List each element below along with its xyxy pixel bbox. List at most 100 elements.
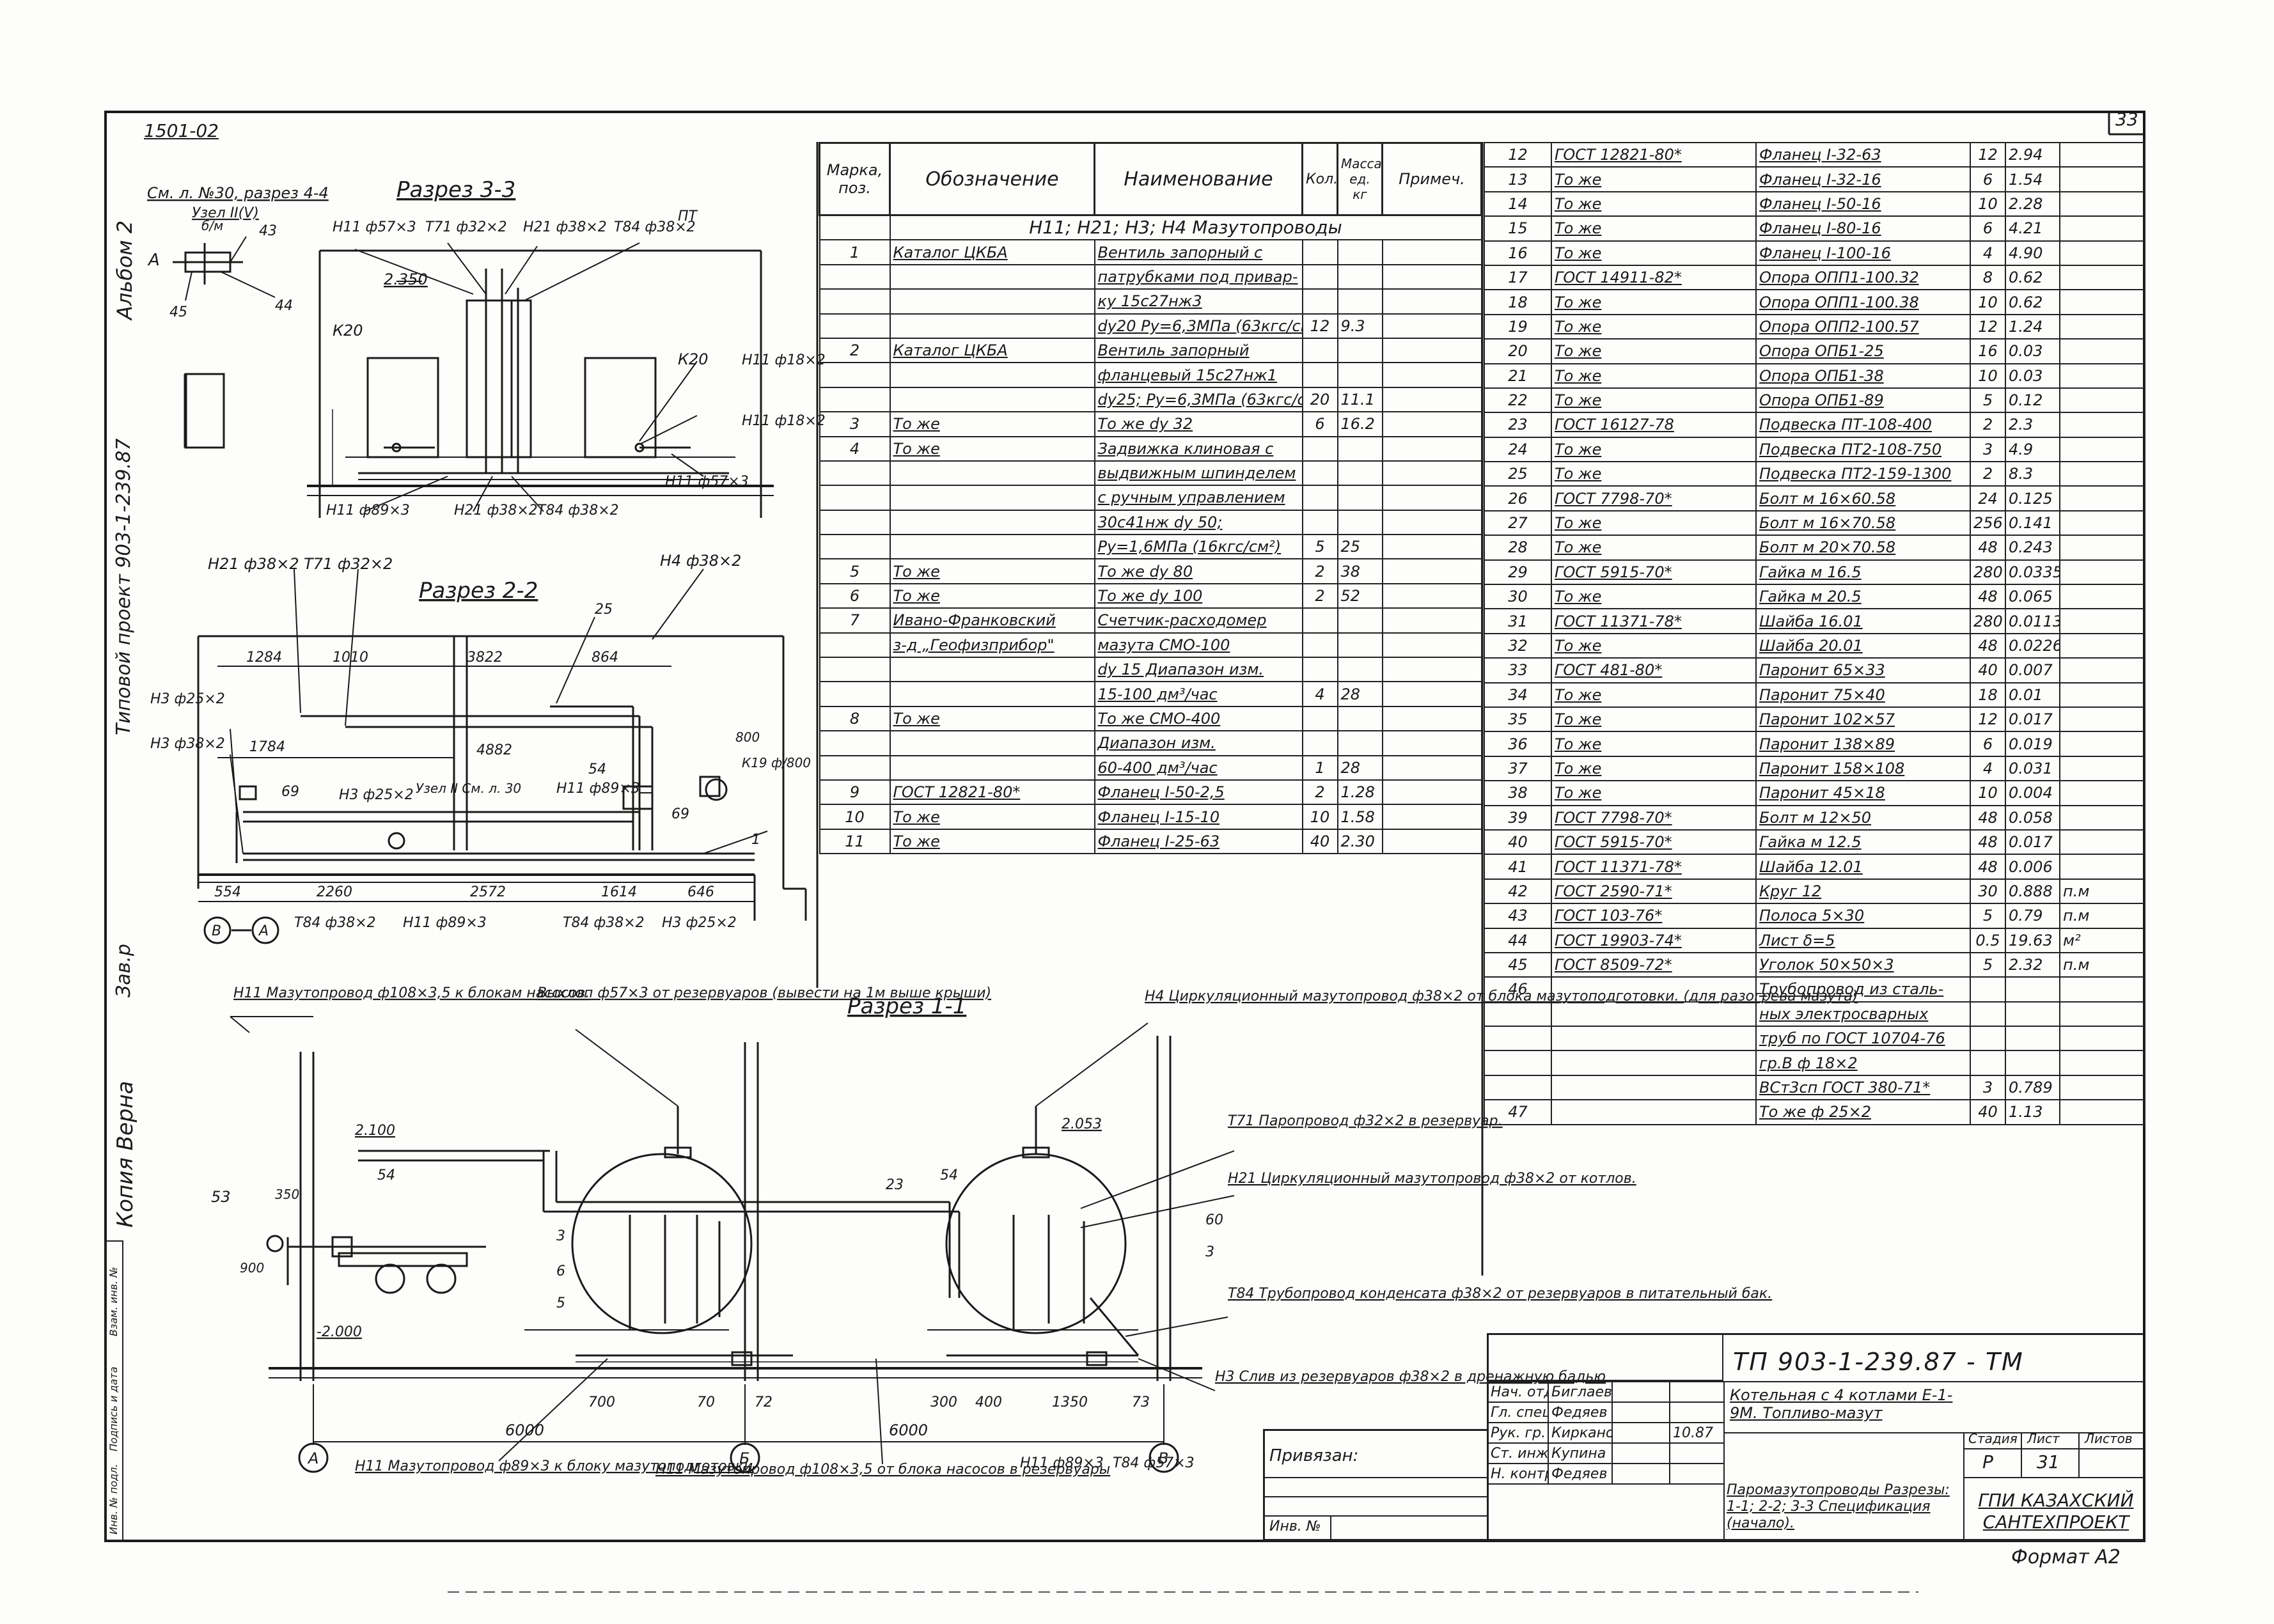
spec-right-cell-note [2059, 632, 2145, 659]
spec-left-cell-mark [819, 681, 891, 707]
svg-text:Н11 ф18×2: Н11 ф18×2 [742, 352, 826, 368]
spec-left-cell-mark: 11 [819, 828, 891, 855]
spec-right-cell-name: Уголок 50×50×3 [1755, 951, 1971, 978]
spec-right-cell-designation: ГОСТ 7798-70* [1551, 485, 1757, 511]
svg-text:Н11 Мазутопровод ф89×3 к блоку: Н11 Мазутопровод ф89×3 к блоку мазутопод… [355, 1458, 753, 1474]
spec-right-cell-designation: То же [1551, 215, 1757, 242]
stage-label: Стадия [1968, 1431, 2018, 1446]
spec-left-cell-designation: То же [889, 828, 1095, 855]
spec-right-cell-name: Болт м 16×60.58 [1755, 485, 1971, 511]
spec-right-cell-note [2059, 166, 2145, 192]
spec-right-cell-mass: 0.243 [2005, 535, 2060, 561]
section-2-2 [197, 568, 807, 944]
spec-left-cell-designation: То же [889, 411, 1095, 437]
spec-left-cell-mass: 1.58 [1337, 804, 1383, 830]
spec-right-cell-name: Фланец I-32-63 [1755, 141, 1971, 168]
spec-left-cell-mark: 2 [819, 337, 891, 364]
spec-left-cell-note [1381, 607, 1482, 634]
spec-right-cell-note [2059, 289, 2145, 315]
spec-left-cell-qty [1301, 509, 1338, 536]
svg-text:Т84 ф38×2: Т84 ф38×2 [537, 503, 619, 519]
spec-right-cell-name: Опора ОПП1-100.32 [1755, 264, 1971, 291]
svg-text:Н11 ф57×3: Н11 ф57×3 [333, 219, 416, 235]
spec-left-cell-name: dу20 Pу=6,3МПа (63кгс/см²) [1094, 313, 1303, 339]
spec-right-cell-qty: 48 [1970, 829, 2006, 855]
spec-right-cell-note [2059, 535, 2145, 561]
svg-text:Н11 ф89×3: Н11 ф89×3 [556, 781, 640, 797]
spec-right-cell-note [2059, 706, 2145, 733]
spec-right-cell-mark: 37 [1484, 755, 1552, 782]
spec-right-cell-qty: 12 [1970, 141, 2006, 168]
spec-left-cell-mass: 38 [1337, 558, 1383, 584]
spec-right-cell-mark: 21 [1484, 363, 1552, 389]
spec-right-cell-mass: 4.90 [2005, 240, 2060, 266]
spec-left-cell-mass: 9.3 [1337, 313, 1383, 339]
spec-right-cell-qty: 5 [1970, 387, 2006, 414]
sheet-label: Лист [2027, 1431, 2060, 1446]
spec-right-cell-note [2059, 461, 2145, 487]
svg-text:Узел II См. л. 30: Узел II См. л. 30 [416, 781, 521, 796]
spec-right-cell-designation: То же [1551, 461, 1757, 487]
svg-text:Н3 ф25×2: Н3 ф25×2 [662, 915, 737, 931]
spec-right-cell-mark: 35 [1484, 706, 1552, 733]
svg-text:800: 800 [735, 730, 760, 745]
spec-left-cell-designation: То же [889, 435, 1095, 462]
spec-right-cell-name: Фланец I-32-16 [1755, 166, 1971, 192]
svg-text:72: 72 [755, 1394, 772, 1410]
spec-right-cell-name: Фланец I-100-16 [1755, 240, 1971, 266]
spec-right-cell-note [2059, 1026, 2145, 1052]
svg-text:А: А [258, 923, 269, 939]
spec-left-cell-mark: 8 [819, 705, 891, 732]
staff-name: Федяев [1548, 1401, 1613, 1423]
svg-text:44: 44 [275, 298, 293, 314]
spec-right-cell-mass: 0.065 [2005, 584, 2060, 610]
sheet-code: 1501-02 [144, 120, 219, 141]
svg-text:3822: 3822 [467, 650, 503, 666]
spec-right-cell-mark: 43 [1484, 903, 1552, 929]
spec-left-cell-name: патрубками под привар- [1094, 263, 1303, 290]
svg-text:69: 69 [671, 806, 689, 822]
spec-right-cell-mark: 26 [1484, 485, 1552, 511]
svg-text:1784: 1784 [249, 739, 285, 755]
binding-label: Привязан: [1269, 1446, 1359, 1465]
staff-date [1669, 1442, 1725, 1464]
spec-right-cell-qty: 280 [1970, 608, 2006, 634]
spec-left-row: dу 15 Диапазон изм. [819, 657, 1482, 683]
svg-text:60: 60 [1205, 1212, 1223, 1228]
spec-right-cell-qty: 5 [1970, 903, 2006, 929]
spec-right-cell-note [2059, 338, 2145, 364]
spec-left-cell-name: Вентиль запорный с [1094, 239, 1303, 265]
spec-right-cell-name: Подвеска ПТ2-108-750 [1755, 436, 1971, 463]
section-1-1 [230, 1016, 1235, 1473]
spec-right-cell-mark: 30 [1484, 584, 1552, 610]
spec-left-cell-designation [889, 263, 1095, 290]
spec-left-cell-note [1381, 681, 1482, 707]
spec-right-cell-mass: 0.01 [2005, 682, 2060, 708]
spec-right-cell-qty: 6 [1970, 731, 2006, 757]
spec-left-cell-mass [1337, 485, 1383, 511]
spec-left-cell-mark [819, 509, 891, 536]
spec-right-cell-name: Шайба 12.01 [1755, 854, 1971, 880]
spec-right-cell-name: Гайка м 16.5 [1755, 559, 1971, 586]
spec-right-cell-qty: 48 [1970, 535, 2006, 561]
spec-right-cell-note [2059, 191, 2145, 217]
spec-left-cell-mass [1337, 509, 1383, 536]
spec-left-cell-qty: 12 [1301, 313, 1338, 339]
svg-text:400: 400 [975, 1394, 1002, 1410]
spec-right-cell-note [2059, 584, 2145, 610]
svg-text:45: 45 [169, 304, 187, 320]
spec-right-cell-name: Болт м 20×70.58 [1755, 535, 1971, 561]
spec-right-cell-mark: 12 [1484, 141, 1552, 168]
stamp-inv-label: Инв. № подл. [107, 1464, 120, 1534]
spec-right-cell-note [2059, 829, 2145, 855]
spec-left-cell-note [1381, 705, 1482, 732]
spec-right-cell-mark: 29 [1484, 559, 1552, 586]
spec-left-row: ку 15с27нж3 [819, 288, 1482, 315]
spec-right-cell-mark: 25 [1484, 461, 1552, 487]
